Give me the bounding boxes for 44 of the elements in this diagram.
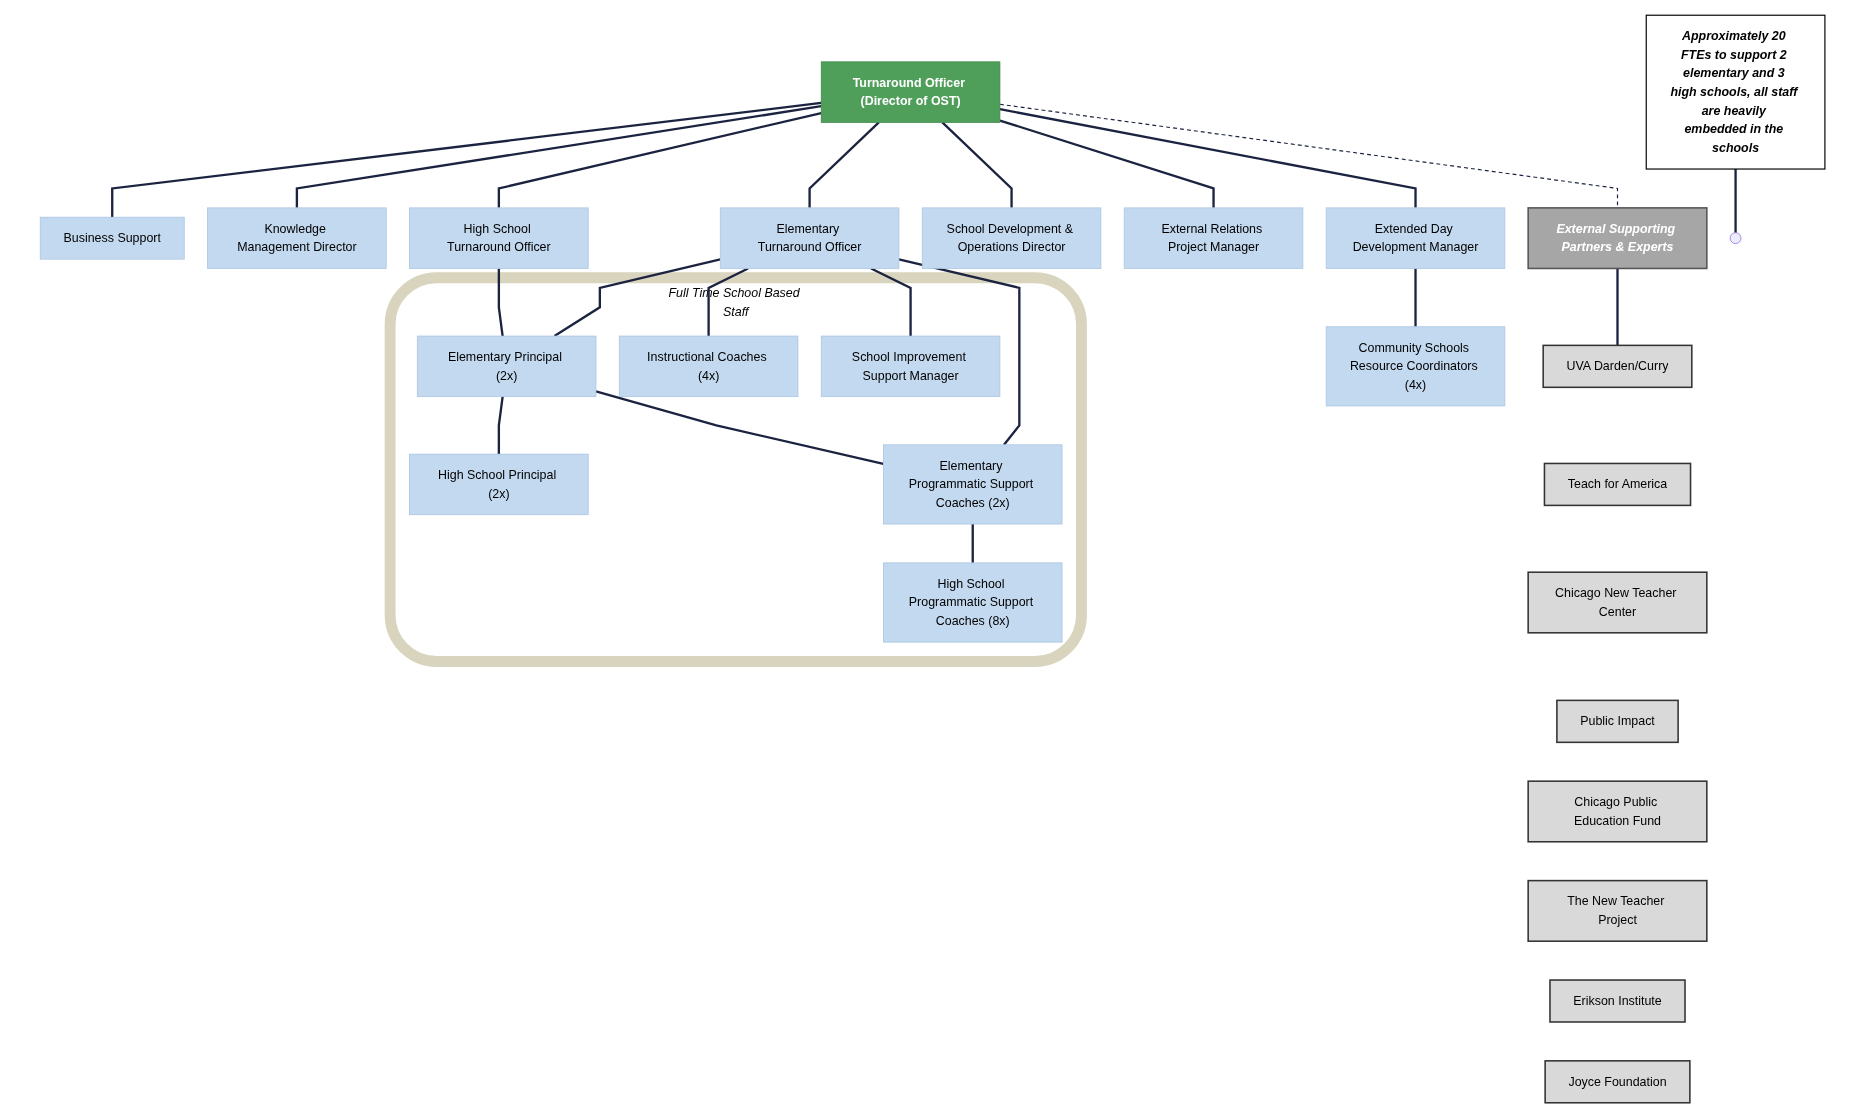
node-box: UVA Darden/Curry <box>1542 344 1693 389</box>
node-box: Chicago New Teacher Center <box>1527 571 1709 634</box>
node-box: Elementary Principal (2x) <box>417 335 597 398</box>
connector <box>941 121 1014 208</box>
node-box: Erikson Institute <box>1549 979 1687 1023</box>
node-box: The New Teacher Project <box>1527 879 1709 942</box>
node-box: Elementary Programmatic Support Coaches (2x) <box>883 444 1063 525</box>
connector <box>498 268 505 337</box>
node-box: Extended Day Development Manager <box>1326 207 1506 269</box>
node-box: Business Support <box>40 216 186 260</box>
connector <box>1414 268 1418 327</box>
connector <box>554 258 721 338</box>
connector <box>1000 108 1418 208</box>
node-box: External Relations Project Manager <box>1124 207 1304 269</box>
connector <box>498 111 822 208</box>
node-box: Joyce Foundation <box>1544 1060 1692 1104</box>
connector <box>596 390 885 465</box>
connector <box>707 267 749 337</box>
connector <box>296 105 822 208</box>
node-box: High School Turnaround Officer <box>409 207 589 269</box>
node-box: School Development & Operations Director <box>922 207 1102 269</box>
connector <box>999 103 1619 209</box>
node-box: Chicago Public Education Fund <box>1527 780 1709 843</box>
node-box: Instructional Coaches (4x) <box>619 335 799 398</box>
node-box: Public Impact <box>1556 699 1680 744</box>
connector <box>899 258 1021 446</box>
connector <box>1616 268 1620 346</box>
connector <box>871 267 913 337</box>
connector <box>1734 169 1738 233</box>
node-box: Knowledge Management Director <box>207 207 388 269</box>
node-box: School Improvement Support Manager <box>821 335 1001 398</box>
connector <box>1000 119 1216 208</box>
node-box: Turnaround Officer (Director of OST) <box>821 61 1001 123</box>
connector <box>498 396 505 455</box>
node-box: External Supporting Partners & Experts <box>1527 207 1709 270</box>
connector <box>111 101 822 218</box>
node-box: High School Programmatic Support Coaches (8x) <box>883 562 1063 643</box>
node-box: Teach for America <box>1544 462 1692 507</box>
node-box: High School Principal (2x) <box>409 453 589 516</box>
connector <box>808 121 881 208</box>
node-box: Approximately 20 FTEs to support 2 elementary and 3 high schools, all staff are heavily embedded in the schools <box>1646 14 1826 170</box>
connector <box>972 524 975 563</box>
node-box: Elementary Turnaround Officer <box>720 207 900 269</box>
node-box: Community Schools Resource Coordinators (4x) <box>1326 326 1506 407</box>
